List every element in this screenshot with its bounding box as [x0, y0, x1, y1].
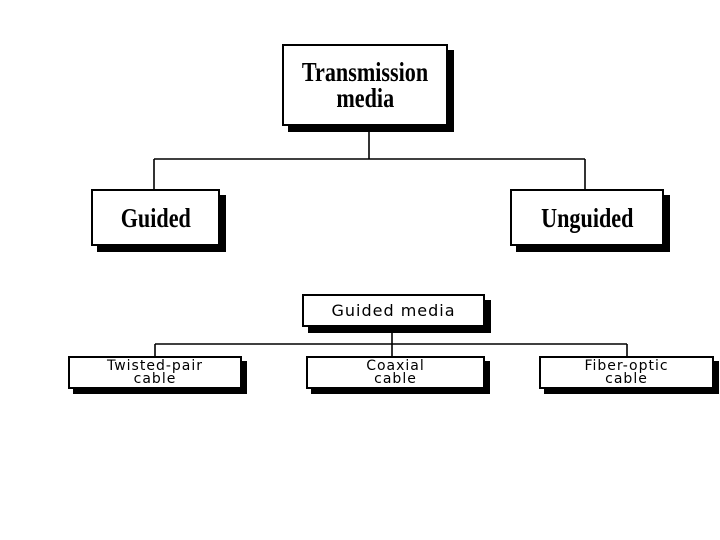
node-fiber-optic-cable: Fiber-optic cable — [539, 356, 714, 389]
node-coaxial-line1: Coaxial — [366, 357, 425, 374]
node-transmission-media: Transmission media — [282, 44, 448, 126]
node-root-line2: media — [336, 83, 394, 113]
node-fiber-line2: cable — [605, 370, 648, 387]
node-unguided-label: Unguided — [540, 202, 634, 233]
node-guided: Guided — [91, 189, 220, 246]
node-root-line1: Transmission — [301, 57, 429, 87]
node-unguided: Unguided — [510, 189, 664, 246]
node-fiber-line1: Fiber-optic — [584, 357, 669, 374]
node-guided-media-label: Guided media — [331, 301, 456, 320]
node-guided-label: Guided — [120, 202, 191, 233]
node-twisted-pair-cable: Twisted-pair cable — [68, 356, 242, 389]
node-twisted-line1: Twisted-pair — [106, 357, 204, 374]
node-twisted-line2: cable — [133, 370, 177, 387]
node-coaxial-cable: Coaxial cable — [306, 356, 485, 389]
node-guided-media: Guided media — [302, 294, 485, 327]
node-coaxial-line2: cable — [374, 370, 417, 387]
